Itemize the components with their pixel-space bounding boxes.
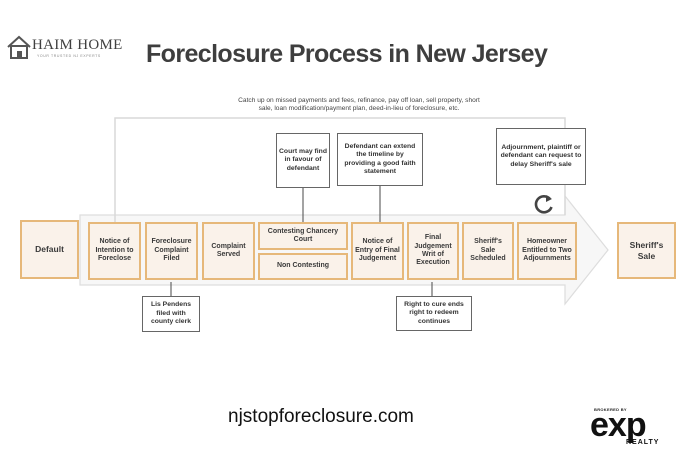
broker-prefix: BROKERED BY (594, 407, 627, 412)
callout-right-to-cure: Right to cure ends right to redeem conti… (396, 296, 472, 331)
default-box: Default (20, 220, 79, 279)
step-non-contesting: Non Contesting (258, 253, 348, 280)
callout-defendant: Defendant can extend the timeline by pro… (337, 133, 423, 186)
step-sale-scheduled: Sheriff's Sale Scheduled (462, 222, 514, 280)
step-complaint-served: Complaint Served (202, 222, 255, 280)
step-contesting: Contesting Chancery Court (258, 222, 348, 250)
page-title: Foreclosure Process in New Jersey (146, 40, 548, 68)
cycle-arrow-icon (534, 194, 553, 214)
exp-logo-text: exp (590, 406, 647, 444)
callout-adjournment: Adjournment, plaintiff or defendant can … (496, 128, 586, 185)
callout-lis-pendens: Lis Pendens filed with county clerk (142, 296, 200, 332)
sheriffs-sale-box: Sheriff's Sale (617, 222, 676, 279)
logo-tagline: YOUR TRUSTED NJ EXPERTS (37, 54, 101, 58)
house-logo-icon (7, 35, 31, 59)
step-notice-of-intention: Notice of Intention to Foreclose (88, 222, 141, 280)
options-note: Catch up on missed payments and fees, re… (238, 97, 480, 113)
step-complaint-filed: Foreclosure Complaint Filed (145, 222, 198, 280)
footer-url: njstopforeclosure.com (228, 406, 414, 427)
exp-realty-text: REALTY (626, 439, 660, 446)
step-two-adjournments: Homeowner Entitled to Two Adjournments (517, 222, 577, 280)
logo-text: HAIM HOME (32, 37, 123, 53)
step-final-judgement: Final Judgement Writ of Execution (407, 222, 459, 280)
step-notice-of-final-judgement: Notice of Entry of Final Judgement (351, 222, 404, 280)
callout-court: Court may find in favour of defendant (276, 133, 330, 188)
